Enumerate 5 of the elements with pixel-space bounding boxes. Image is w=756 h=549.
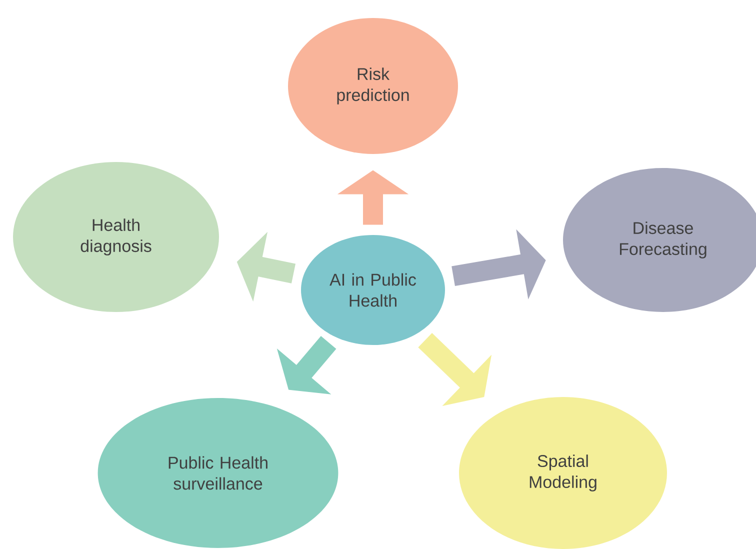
ellipse-node: Public Health surveillance [98,398,338,548]
ellipse-node: AI in Public Health [301,235,445,345]
ellipse-node: Spatial Modeling [459,397,667,549]
ellipse-node: Health diagnosis [13,162,219,312]
ellipse-node: Risk prediction [288,18,458,154]
